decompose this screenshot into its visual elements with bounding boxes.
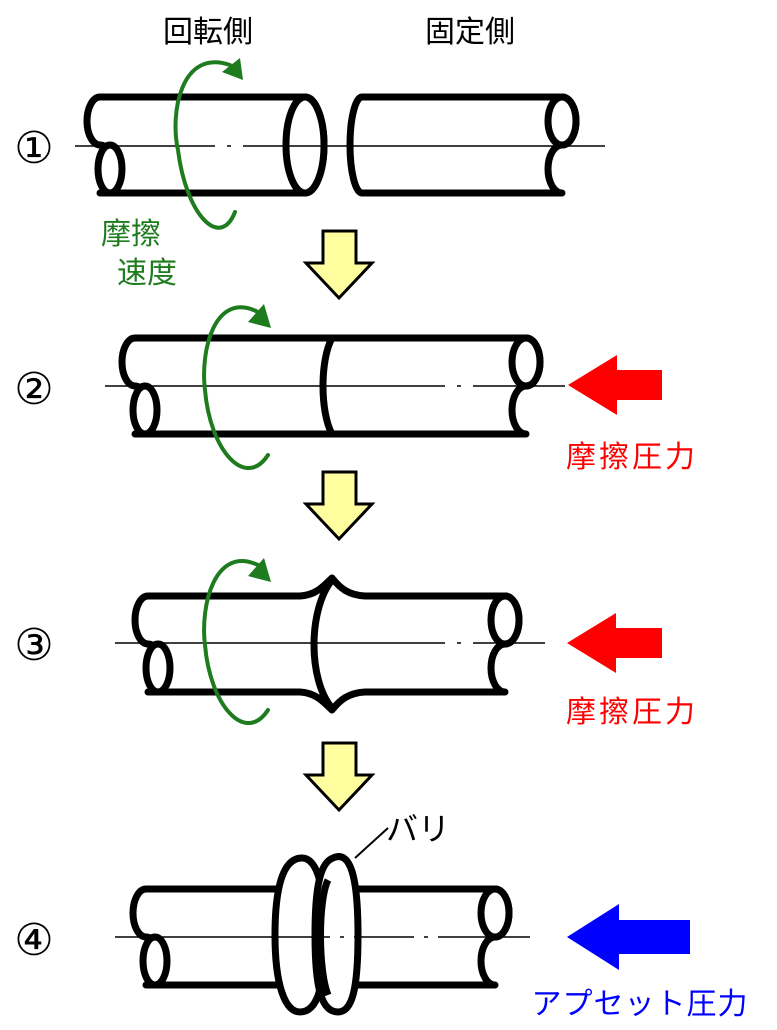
speed-label-line1: 摩擦 — [101, 217, 161, 252]
rotation-arrow — [202, 558, 271, 725]
step-2: ② 摩擦圧力 — [14, 304, 698, 475]
pipe-right-opening — [508, 334, 544, 390]
rotating-pipe-end-face — [282, 93, 328, 197]
burr-label: バリ — [386, 810, 450, 848]
friction-pressure-arrow — [568, 355, 662, 415]
upset-pressure-arrow — [567, 904, 690, 970]
pipe-left-opening — [129, 382, 161, 438]
step-4-number: ④ — [14, 915, 53, 966]
step-2-number: ② — [14, 364, 53, 415]
step-1-number: ① — [14, 123, 53, 174]
pipe-left-opening — [139, 933, 171, 989]
rotation-arrow — [173, 58, 243, 230]
friction-pressure-arrow — [567, 613, 662, 673]
burr-inner-curve — [317, 878, 332, 997]
pipe-right-opening — [477, 885, 513, 941]
friction-pressure-label: 摩擦圧力 — [566, 440, 698, 475]
fixed-pipe — [346, 93, 580, 197]
step-arrow-3 — [302, 741, 376, 813]
step-3: ③ 摩擦圧力 — [14, 558, 698, 730]
friction-pressure-label: 摩擦圧力 — [566, 695, 698, 730]
step-4: ④ バリ アプセット圧力 — [14, 810, 749, 1022]
joined-pipe-deformed — [131, 574, 523, 714]
step-arrow-2 — [302, 470, 376, 542]
pipe-left-opening — [142, 640, 174, 696]
step-arrow-1 — [302, 229, 376, 301]
header-fixed-side: 固定側 — [425, 15, 515, 50]
pipe-right-opening — [487, 592, 523, 648]
fixed-pipe-right-opening — [544, 93, 580, 149]
rotation-arrow — [202, 304, 271, 470]
contact-interface — [310, 577, 335, 711]
burr-leader-line — [354, 827, 389, 859]
upset-pressure-label: アプセット圧力 — [532, 987, 749, 1022]
weld-burr — [271, 853, 362, 1016]
header-rotating-side: 回転側 — [163, 15, 253, 50]
rotating-pipe-left-opening — [94, 141, 126, 197]
step-3-number: ③ — [14, 620, 53, 671]
speed-label-line2: 速度 — [117, 256, 177, 291]
step-1: ① 摩擦 速度 — [14, 58, 605, 291]
